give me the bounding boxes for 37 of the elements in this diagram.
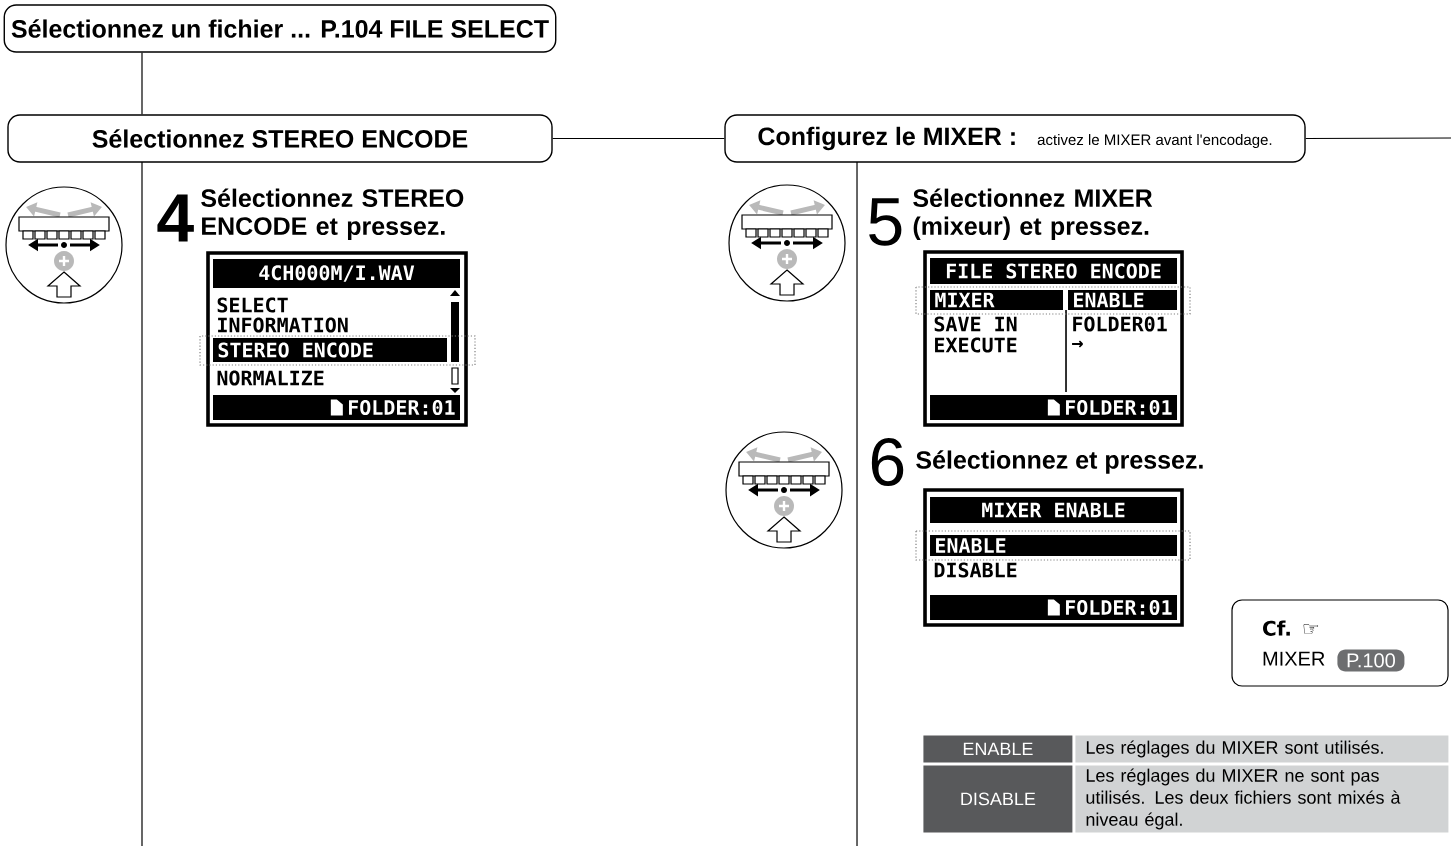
- label: FOLDER:01: [349, 399, 455, 416]
- table-cell: Les réglages du MIXER sont utilisés.: [1075, 735, 1449, 763]
- menu-item: EXECUTE: [935, 337, 1017, 353]
- step-instruction: Sélectionnez STEREO ENCODE et pressez.: [201, 188, 464, 240]
- screen-title-bar: MIXER ENABLE: [930, 497, 1177, 523]
- menu-item: →: [1072, 340, 1083, 348]
- header-box: Sélectionnez un fichier ... P.104 FILE SELECT: [3, 4, 557, 53]
- section-header-box: Sélectionnez STEREO ENCODE: [7, 114, 553, 163]
- connector-line: [552, 137, 725, 140]
- menu-item: FOLDER01: [1073, 316, 1167, 332]
- highlighted-menu-item: ENABLE: [930, 535, 1177, 556]
- step-number: 6: [871, 437, 904, 487]
- step-number: 4: [157, 194, 194, 242]
- page-badge: P.100: [1337, 649, 1405, 672]
- menu-item: DISABLE: [934, 562, 1017, 578]
- screen-title-bar: 4CH000M/I.WAV: [213, 259, 460, 288]
- label: FOLDER:01: [1066, 599, 1172, 616]
- menu-item: SAVE IN: [934, 316, 1017, 332]
- highlighted-menu-item: STEREO ENCODE: [213, 338, 447, 362]
- status-bar: FOLDER:01: [930, 395, 1177, 420]
- section-header-box: Configurez le MIXER : activez le MIXER avant l'encodage.: [724, 114, 1306, 163]
- step-instruction: Sélectionnez MIXER (mixeur) et pressez.: [913, 188, 1153, 240]
- connector-line: [141, 52, 143, 115]
- screen-title-bar: FILE STEREO ENCODE: [930, 258, 1177, 284]
- status-bar: FOLDER:01: [930, 595, 1177, 620]
- highlighted-menu-item: MIXER: [930, 290, 1063, 310]
- status-bar: FOLDER:01: [213, 395, 460, 420]
- label: FOLDER:01: [1066, 399, 1172, 416]
- table-cell: Les réglages du MIXER ne sont pas utilisés. Les deux fichiers sont mixés à niveau égal.: [1075, 765, 1449, 833]
- menu-item: INFORMATION: [218, 317, 348, 333]
- table-cell: DISABLE: [923, 765, 1073, 833]
- step-instruction: Sélectionnez et pressez.: [916, 450, 1203, 474]
- highlighted-menu-item: ENABLE: [1068, 290, 1177, 310]
- menu-item: SELECT: [217, 297, 288, 313]
- connector-line: [1305, 137, 1451, 140]
- table-cell: ENABLE: [923, 735, 1073, 763]
- menu-item: NORMALIZE: [217, 370, 324, 386]
